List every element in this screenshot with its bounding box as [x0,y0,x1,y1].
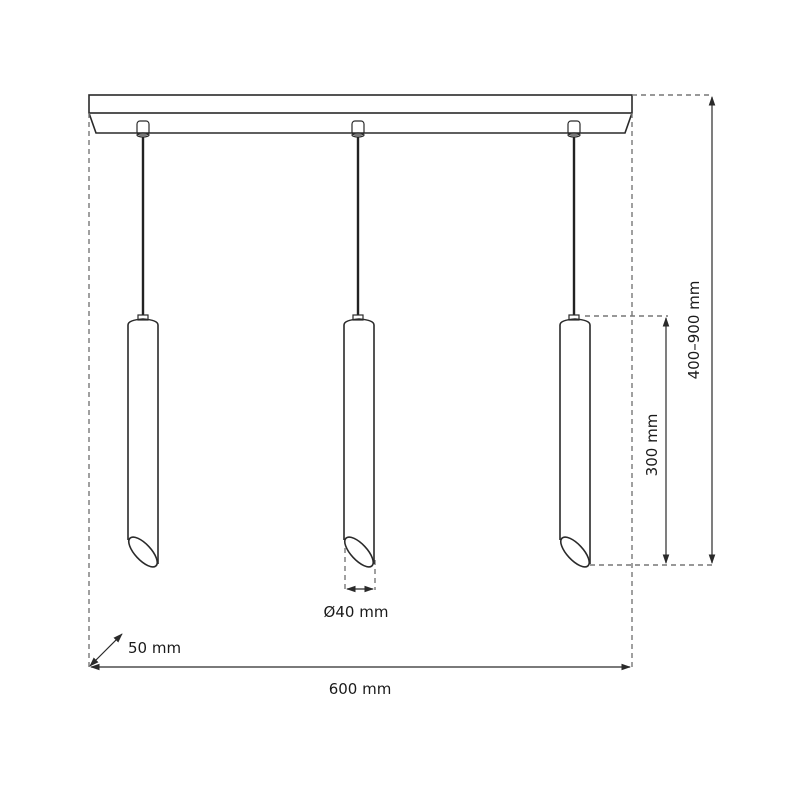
depth-label: 50 mm [128,639,181,657]
width-label: 600 mm [329,680,392,698]
pendant-center [343,120,375,568]
dimension-depth: 50 mm [89,633,181,667]
total-height-label: 400–900 mm [685,281,703,380]
shade-height-label: 300 mm [643,414,661,477]
ceiling-canopy [88,94,633,134]
extension-lines [88,94,712,668]
dimension-total-height: 400–900 mm [685,96,716,564]
pendant-right [559,120,591,568]
diameter-label: Ø40 mm [324,603,389,621]
pendant-left [127,120,159,568]
dimension-diameter: Ø40 mm [324,585,389,621]
dimension-width: 600 mm [90,663,631,698]
dimension-shade-height: 300 mm [643,317,670,564]
